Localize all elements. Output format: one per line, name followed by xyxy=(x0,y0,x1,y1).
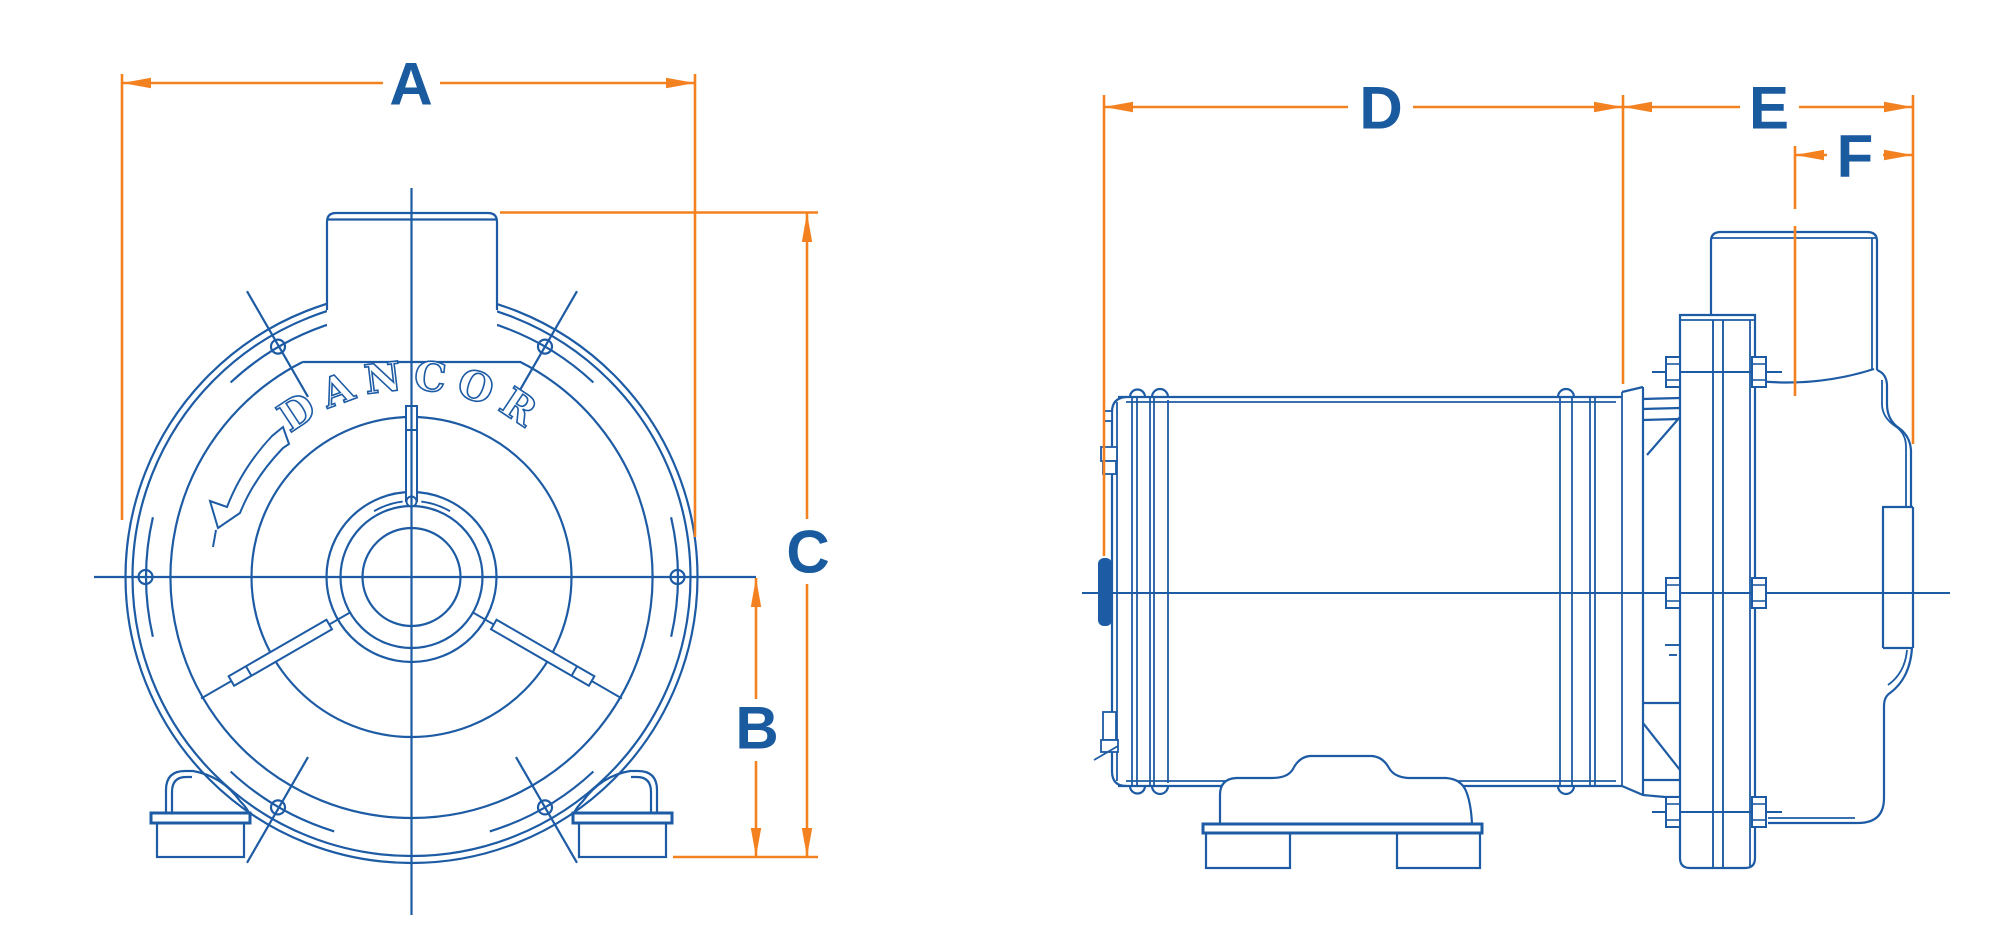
dimension-label-d: D xyxy=(1359,75,1402,142)
dimension-d xyxy=(1102,95,1625,556)
dimension-label-c: C xyxy=(786,519,829,586)
flange-bolts xyxy=(1652,356,1782,828)
rotation-direction-arrow-icon xyxy=(208,425,291,548)
dimension-label-a: A xyxy=(389,51,432,118)
motor-body xyxy=(1110,387,1623,796)
dimension-b xyxy=(750,578,762,857)
dimension-e xyxy=(1623,95,1915,444)
front-view-drawing: DANCOR xyxy=(94,188,756,915)
dimension-label-f: F xyxy=(1837,123,1874,190)
motor-feet-front xyxy=(149,769,674,859)
dimension-annotations xyxy=(120,74,1915,859)
dimension-label-b: B xyxy=(735,695,778,762)
hub-spoke-lower-left xyxy=(200,611,352,700)
dimension-f xyxy=(1793,146,1913,396)
dimension-a xyxy=(120,74,697,537)
foot-right xyxy=(571,769,674,859)
dimension-labels: A B C D E F xyxy=(389,51,1873,762)
dimension-c xyxy=(500,211,818,859)
mounting-bolt-holes xyxy=(137,290,686,864)
dimension-label-e: E xyxy=(1749,75,1789,142)
hub-spoke-lower-right xyxy=(471,611,623,700)
bolt-nuts xyxy=(1665,356,1767,828)
side-view-drawing xyxy=(1082,230,1950,870)
pump-casing xyxy=(1756,367,1915,825)
motor-foot-side xyxy=(1201,754,1484,870)
front-view-centerlines xyxy=(94,188,756,915)
rear-cap-fittings xyxy=(1093,410,1119,761)
foot-left xyxy=(149,769,252,859)
